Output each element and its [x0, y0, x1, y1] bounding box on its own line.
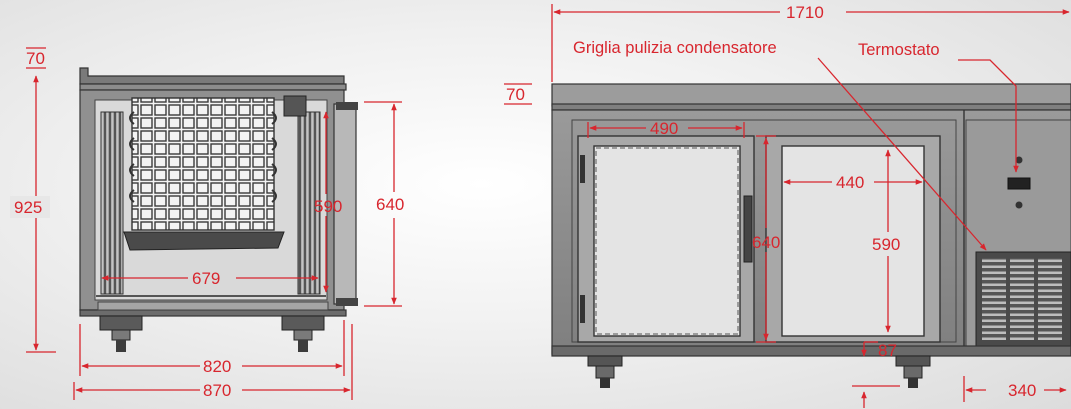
side-height-label: 925 — [14, 198, 42, 217]
side-dimensions: 70 925 679 590 640 820 870 — [10, 47, 404, 400]
side-internal-width-label: 679 — [192, 269, 220, 288]
side-top-thickness-label: 70 — [26, 49, 45, 68]
front-base — [551, 345, 1071, 357]
front-total-length-label: 1710 — [786, 3, 824, 22]
front-door-1-hinge-bottom — [580, 295, 585, 323]
front-top-thickness-label: 70 — [506, 85, 525, 104]
side-section-view — [79, 67, 358, 352]
side-worktop — [79, 67, 345, 85]
thermostat-callout: Termostato — [858, 41, 940, 59]
fan-box — [283, 95, 307, 117]
front-worktop — [551, 83, 1071, 107]
front-worktop-edge — [551, 103, 1071, 111]
door-hinge-bottom — [336, 298, 358, 306]
side-base — [79, 309, 347, 317]
condenser-grille-icon[interactable] — [975, 251, 1071, 347]
front-foot-right — [895, 355, 931, 388]
drip-tray — [123, 231, 285, 251]
front-engine-width-label: 340 — [1008, 381, 1036, 400]
thermostat-display-icon[interactable] — [1007, 177, 1031, 190]
front-door-width-label: 490 — [650, 119, 678, 138]
front-dimensions: 1710 70 490 640 440 590 87 340 — [504, 3, 1070, 408]
side-right-vent — [297, 111, 321, 295]
front-shelf-width-label: 440 — [836, 173, 864, 192]
front-door-1-glass-inner — [595, 147, 739, 335]
condenser-grille-callout: Griglia pulizia condensatore — [573, 39, 777, 57]
side-base-rail — [97, 301, 329, 311]
thermostat-led-bottom — [1015, 201, 1023, 209]
door-hinge-top — [336, 102, 358, 110]
side-door-height-label: 640 — [376, 195, 404, 214]
front-door-1-hinge-top — [580, 155, 585, 183]
coil-end-bends-right — [271, 111, 277, 203]
side-top-band — [79, 83, 347, 91]
front-foot-left — [587, 355, 623, 388]
coil-end-bends-left — [129, 111, 135, 203]
front-door-1-handle[interactable] — [743, 195, 753, 263]
front-door-height-label: 640 — [752, 233, 780, 252]
front-door-1-glass — [593, 145, 741, 337]
thermostat-led-top — [1015, 156, 1023, 164]
evaporator-coil — [131, 97, 275, 231]
side-foot-left — [99, 315, 143, 352]
callouts: Griglia pulizia condensatore Termostato — [573, 39, 1019, 251]
side-door-internal-height-label: 590 — [314, 197, 342, 216]
front-view — [551, 83, 1071, 388]
side-base-width-label: 820 — [203, 357, 231, 376]
side-left-vent — [100, 111, 124, 295]
front-shelf-height-label: 590 — [872, 235, 900, 254]
side-foot-right — [281, 315, 325, 352]
side-total-depth-label: 870 — [203, 381, 231, 400]
front-foot-height-label: 87 — [878, 341, 897, 360]
front-door-2-glass — [781, 145, 925, 337]
